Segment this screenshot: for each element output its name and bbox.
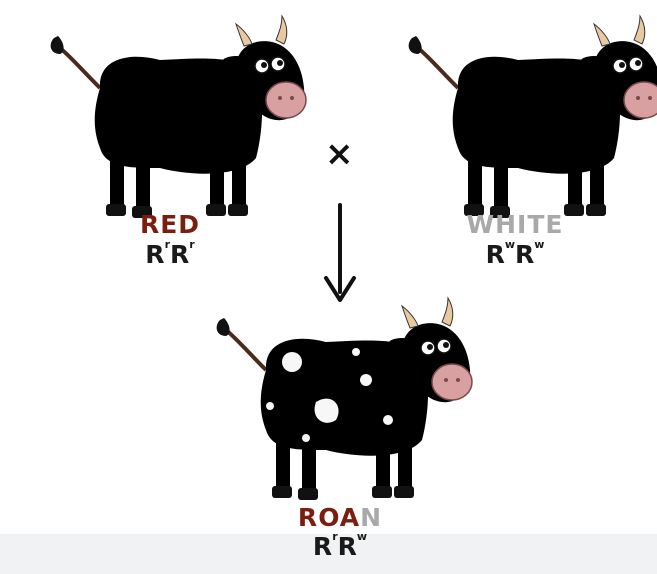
white-parent-genotype: RwRw xyxy=(485,238,545,269)
white-cow-illustration: .wc .bodyfill{fill:#f7f7f7;stroke:#8a8a8… xyxy=(406,14,657,220)
red-parent-name: RED xyxy=(139,210,201,239)
red-parent-genotype: RrRr xyxy=(145,238,195,269)
white-parent-name: WHITE xyxy=(466,210,564,239)
roan-cow-illustration: .ro .bodyfill{fill:#8b3a19;stroke:#5a220… xyxy=(214,296,474,502)
down-arrow-icon xyxy=(324,203,356,302)
offspring-name: ROAN xyxy=(297,503,383,532)
offspring-genotype: RrRw xyxy=(312,530,368,561)
cross-symbol: × xyxy=(325,134,354,174)
red-cow-illustration: .rc .bodyfill{fill:#8b3a19;stroke:#5a220… xyxy=(48,14,308,220)
footer-band xyxy=(0,534,657,574)
